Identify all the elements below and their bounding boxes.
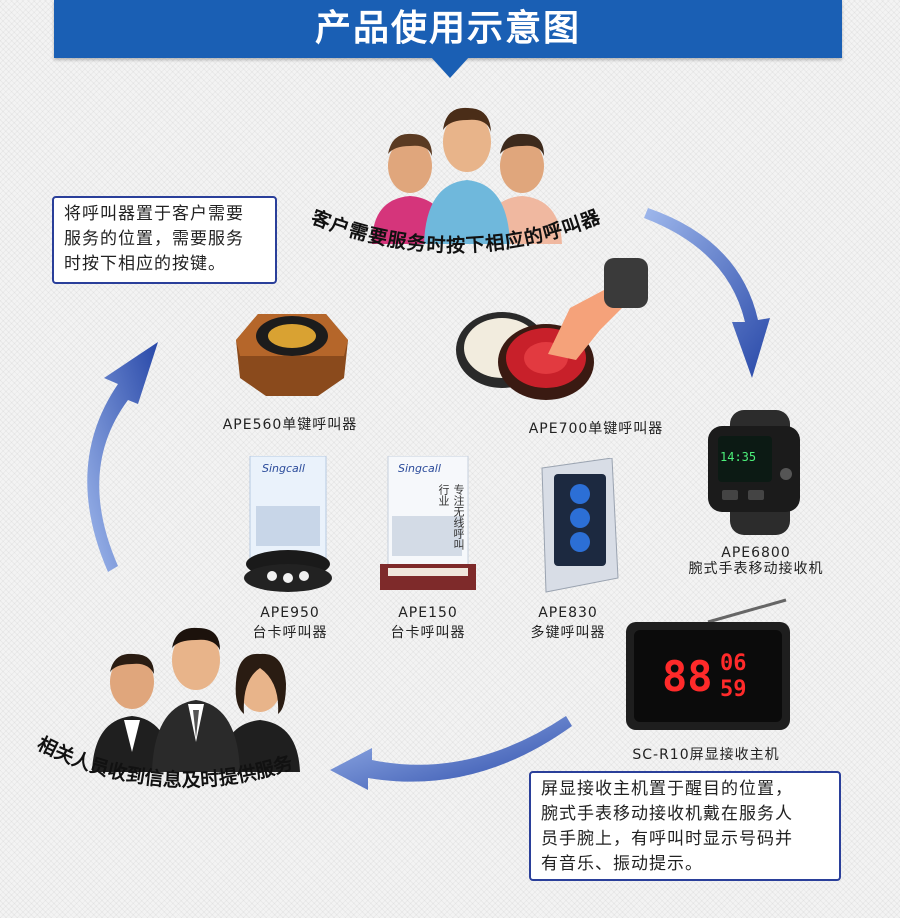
note-left-line: 时按下相应的按键。 (64, 254, 226, 274)
ape950-model: APE950 (260, 605, 320, 621)
header-pointer (430, 56, 470, 78)
note-right: 屏显接收主机置于醒目的位置， 腕式手表移动接收机戴在服务人 员手腕上，有呼叫时显… (529, 771, 841, 881)
ape560-device (236, 314, 348, 396)
note-right-line: 腕式手表移动接收机戴在服务人 (541, 804, 793, 824)
card-slogan: 专注无线呼叫行业 (437, 484, 465, 550)
ape6800-watch (708, 410, 800, 535)
ape830-name: 多键呼叫器 (530, 625, 606, 641)
scr10-label: SC-R10屏显接收主机 (632, 747, 780, 763)
ape6800-model: APE6800 (721, 545, 791, 561)
ape150-model: APE150 (398, 605, 458, 621)
watch-time: 14:35 (720, 450, 757, 464)
display-bottom-number: 59 (720, 677, 747, 702)
ape830-model: APE830 (538, 605, 598, 621)
caption-top-wrap: 客户需要服务时按下相应的呼叫器 (308, 205, 603, 257)
ape150-brand: Singcall (398, 462, 441, 475)
ape700-label: APE700单键呼叫器 (528, 421, 664, 437)
customers-icon (372, 107, 562, 244)
arrow-bottom (330, 716, 572, 790)
note-left-line: 服务的位置，需要服务 (64, 229, 244, 249)
note-right-line: 屏显接收主机置于醒目的位置， (541, 779, 793, 799)
header-banner (54, 0, 842, 58)
ape950-name: 台卡呼叫器 (252, 625, 328, 641)
note-right-line: 有音乐、振动提示。 (541, 854, 703, 874)
caption-bottom-wrap: 相关人员收到信息及时提供服务 (34, 733, 296, 792)
note-right-line: 员手腕上，有呼叫时显示号码并 (541, 829, 793, 849)
page-title: 产品使用示意图 (314, 8, 581, 49)
staff-icon (92, 627, 300, 772)
note-left-line: 将呼叫器置于客户需要 (64, 204, 244, 224)
ape830-device (541, 458, 619, 593)
display-big-number: 88 (662, 652, 713, 701)
arrow-left (87, 342, 158, 572)
ape150-name: 台卡呼叫器 (390, 625, 466, 641)
ape950-device (244, 456, 332, 592)
scr10-device (626, 598, 790, 730)
arrow-top-right (644, 208, 770, 378)
caption-bottom: 相关人员收到信息及时提供服务 (34, 733, 296, 792)
ape700-device (456, 258, 648, 400)
ape150-device (380, 456, 476, 590)
ape6800-name: 腕式手表移动接收机 (688, 561, 824, 577)
note-left: 将呼叫器置于客户需要 服务的位置，需要服务 时按下相应的按键。 (52, 196, 277, 284)
ape560-label: APE560单键呼叫器 (222, 417, 358, 433)
ape950-brand: Singcall (262, 462, 305, 475)
display-top-number: 06 (720, 651, 747, 676)
